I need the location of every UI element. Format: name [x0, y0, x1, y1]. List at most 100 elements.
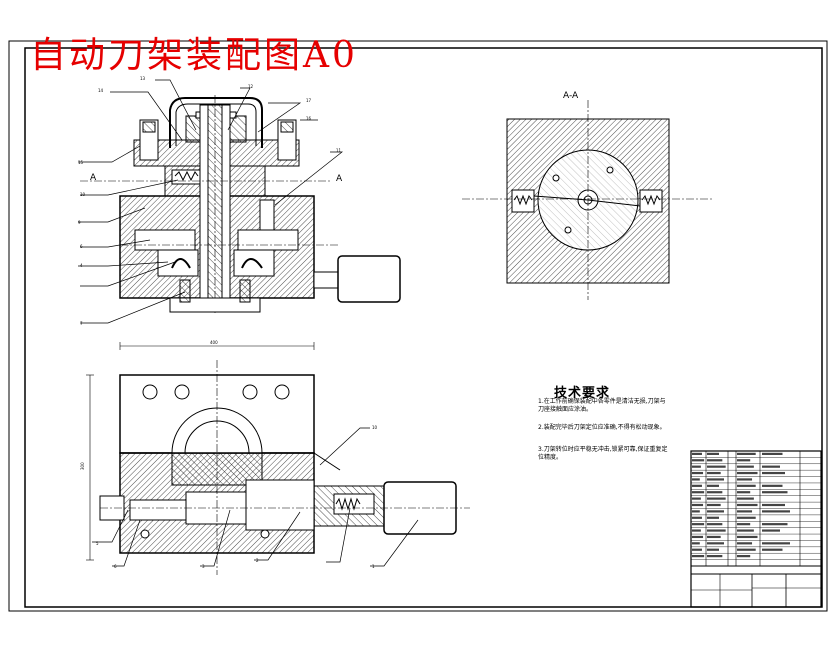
parts-list-cell-text — [762, 529, 780, 532]
part-no: 14 — [98, 88, 104, 93]
section-a-a-view — [462, 100, 712, 300]
drawing-title: 自动刀架装配图A0 — [30, 35, 358, 76]
parts-list-cell-text — [737, 523, 751, 526]
part-no: 3 — [202, 564, 205, 569]
parts-list-cell-text — [737, 484, 756, 487]
part-no: 1 — [372, 564, 375, 569]
tech-req-note-3: 3.刀架转位时应平稳无冲击,锁紧可靠,保证重复定位精度。 — [538, 446, 668, 461]
parts-list-cell-text — [707, 523, 723, 526]
parts-list-cell-text — [737, 548, 756, 551]
section-mark-left: A — [90, 173, 97, 183]
parts-list-cell-text — [762, 484, 783, 487]
parts-list-cell-text — [762, 491, 788, 494]
parts-list-cell-text — [707, 471, 721, 475]
parts-list-cell-text — [692, 497, 701, 500]
parts-list-cell-text — [762, 510, 790, 513]
parts-list-cell-text — [737, 503, 758, 507]
parts-list-cell-text — [692, 471, 704, 475]
parts-list-cell-text — [737, 529, 754, 532]
part-no: 16 — [306, 116, 312, 121]
top-view — [86, 342, 470, 575]
front-section-view — [80, 95, 401, 315]
section-view-label: A-A — [563, 91, 579, 101]
part-no: 9 — [78, 220, 81, 225]
parts-list-cell-text — [707, 497, 726, 500]
parts-list-cell-text — [707, 548, 719, 551]
parts-list-cell-text — [692, 535, 704, 539]
parts-list-text-blocks — [692, 452, 790, 558]
parts-list-cell-text — [692, 503, 704, 507]
parts-list-cell-text — [707, 535, 721, 539]
parts-list-cell-text — [707, 516, 719, 519]
leaders-top — [78, 79, 344, 324]
part-no: 6 — [80, 244, 83, 249]
parts-list-cell-text — [762, 471, 785, 475]
parts-list-cell-text — [762, 548, 783, 551]
parts-list-cell-text — [692, 542, 700, 545]
parts-list-cell-text — [737, 491, 751, 494]
part-no: 17 — [306, 98, 312, 103]
dimension-height: 300 — [80, 462, 85, 470]
parts-list-cell-text — [692, 555, 705, 558]
parts-list-rows — [691, 457, 821, 560]
parts-list-cell-text — [707, 503, 721, 507]
parts-list-cell-text — [707, 484, 719, 487]
section-mark-right: A — [336, 174, 343, 184]
parts-list-cell-text — [737, 478, 753, 481]
parts-list-cell-text — [737, 510, 753, 513]
parts-list-cell-text — [737, 535, 758, 539]
parts-list-cell-text — [692, 529, 701, 532]
parts-list-cell-text — [707, 452, 719, 455]
parts-list-cell-text — [692, 548, 702, 551]
part-no: 10 — [372, 425, 378, 430]
parts-list-cell-text — [707, 478, 724, 481]
leaders-bottom — [92, 427, 419, 567]
tech-req-note-2: 2.装配完毕后刀架定位应准确,不得有松动现象。 — [538, 424, 666, 431]
tech-req-heading: 技术要求 — [554, 386, 611, 401]
parts-list-cell-text — [692, 459, 705, 462]
part-no: 6 — [114, 564, 117, 569]
parts-list-cell-text — [707, 465, 726, 468]
outer-border — [8, 40, 828, 612]
dimension-width: 400 — [210, 340, 218, 345]
parts-list-cell-text — [737, 497, 754, 500]
parts-list-cell-text — [762, 503, 785, 507]
parts-list-cell-text — [707, 555, 723, 558]
parts-list-cell-text — [692, 510, 700, 513]
part-no: 5 — [96, 541, 99, 546]
part-no: 10 — [80, 192, 86, 197]
parts-list-cell-text — [707, 529, 726, 532]
title-block — [690, 450, 822, 608]
parts-list-cell-text — [692, 516, 702, 519]
parts-list-cell-text — [737, 471, 758, 475]
part-no: 15 — [78, 160, 84, 165]
part-no: 7 — [80, 321, 83, 326]
parts-list-cell-text — [692, 478, 700, 481]
parts-list-cell-text — [737, 459, 751, 462]
inner-border — [24, 47, 823, 608]
part-no: 12 — [248, 84, 254, 89]
parts-list-cell-text — [737, 465, 754, 468]
parts-list-cell-text — [707, 542, 724, 545]
part-no: 11 — [336, 148, 342, 153]
parts-list-cell-text — [762, 542, 790, 545]
part-no: 13 — [140, 76, 146, 81]
parts-list-cell-text — [707, 510, 724, 513]
parts-list-cell-text — [762, 523, 788, 526]
parts-list-cell-text — [707, 459, 723, 462]
part-no: 2 — [256, 558, 259, 563]
part-no: 4 — [80, 263, 83, 268]
parts-list-cell-text — [692, 452, 702, 455]
parts-list-cell-text — [762, 452, 783, 455]
parts-list-cell-text — [737, 555, 751, 558]
parts-list-cell-text — [762, 465, 780, 468]
parts-list-cell-text — [737, 516, 756, 519]
parts-list-cell-text — [737, 542, 753, 545]
parts-list-cell-text — [737, 452, 756, 455]
parts-list-cell-text — [692, 523, 705, 526]
parts-list-cell-text — [707, 491, 723, 494]
parts-list-cell-text — [692, 484, 702, 487]
parts-list-cell-text — [692, 491, 705, 494]
